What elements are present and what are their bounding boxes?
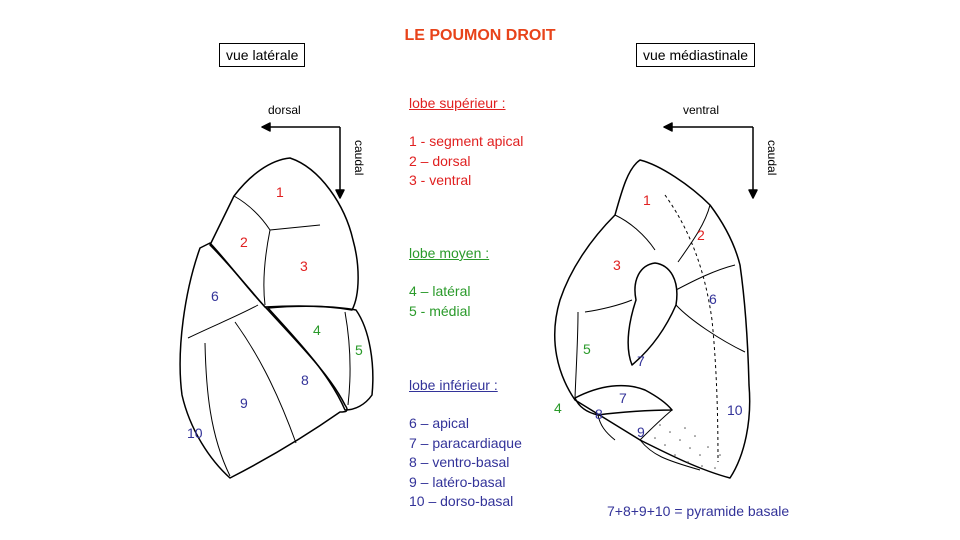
mediastinal-seg-3: 3: [613, 257, 621, 273]
mediastinal-seg-1: 1: [643, 192, 651, 208]
lateral-seg-6: 6: [211, 288, 219, 304]
mediastinal-view-label: vue médiastinale: [636, 43, 756, 67]
lateral-seg-10: 10: [187, 425, 203, 441]
lateral-seg-1: 1: [276, 184, 284, 200]
lateral-lung-outline: [179, 157, 374, 479]
lateral-view-label: vue latérale: [219, 43, 306, 67]
mediastinal-seg-8: 8: [595, 406, 603, 422]
mediastinal-seg-10: 10: [727, 402, 743, 418]
legend-lower-heading: lobe inférieur :: [409, 377, 498, 393]
mediastinal-lung-outline: [554, 159, 751, 479]
lateral-seg-3: 3: [300, 258, 308, 274]
legend-lower-list: 6 – apical 7 – paracardiaque 8 – ventro-…: [409, 414, 522, 512]
lateral-direction-arrows: [261, 122, 345, 199]
mediastinal-seg-9: 9: [637, 424, 645, 440]
footnote-basal-pyramid: 7+8+9+10 = pyramide basale: [607, 503, 790, 519]
legend-item: 9 – latéro-basal: [409, 473, 506, 490]
legend-item: 5 - médial: [409, 302, 471, 319]
mediastinal-seg-7b: 7: [619, 390, 627, 406]
mediastinal-seg-6: 6: [709, 291, 717, 307]
lateral-seg-9: 9: [240, 395, 248, 411]
mediastinal-ventral-label: ventral: [683, 103, 720, 117]
legend-item: 10 – dorso-basal: [409, 493, 514, 509]
lateral-segment-lines: [187, 195, 351, 477]
lateral-seg-4: 4: [313, 322, 321, 338]
lateral-dorsal-label: dorsal: [268, 103, 301, 117]
mediastinal-seg-2: 2: [697, 227, 705, 243]
mediastinal-seg-7a: 7: [637, 353, 645, 369]
legend-item: 4 – latéral: [409, 283, 471, 299]
legend-upper-list: 1 - segment apical 2 – dorsal 3 - ventra…: [409, 132, 523, 191]
lateral-seg-8: 8: [301, 372, 309, 388]
legend-middle-list: 4 – latéral 5 - médial: [409, 282, 470, 321]
mediastinal-seg-4: 4: [554, 400, 562, 416]
page-title: LE POUMON DROIT: [404, 27, 556, 44]
legend-item: 3 - ventral: [409, 172, 472, 188]
legend-upper-heading: lobe supérieur :: [409, 95, 506, 111]
legend-item: 2 – dorsal: [409, 152, 471, 169]
mediastinal-segment-lines: [574, 194, 746, 471]
mediastinal-caudal-label: caudal: [765, 140, 779, 176]
legend-item: 1 - segment apical: [409, 133, 524, 149]
lateral-seg-2: 2: [240, 234, 248, 250]
mediastinal-seg-5: 5: [583, 341, 591, 357]
lateral-caudal-label: caudal: [352, 140, 366, 176]
legend-middle-heading: lobe moyen :: [409, 245, 490, 261]
legend-item: 6 – apical: [409, 415, 469, 431]
legend-item: 8 – ventro-basal: [409, 454, 510, 470]
legend-item: 7 – paracardiaque: [409, 434, 522, 451]
mediastinal-direction-arrows: [663, 122, 758, 199]
lateral-seg-5: 5: [355, 342, 363, 358]
mediastinal-stipple: [654, 424, 721, 469]
